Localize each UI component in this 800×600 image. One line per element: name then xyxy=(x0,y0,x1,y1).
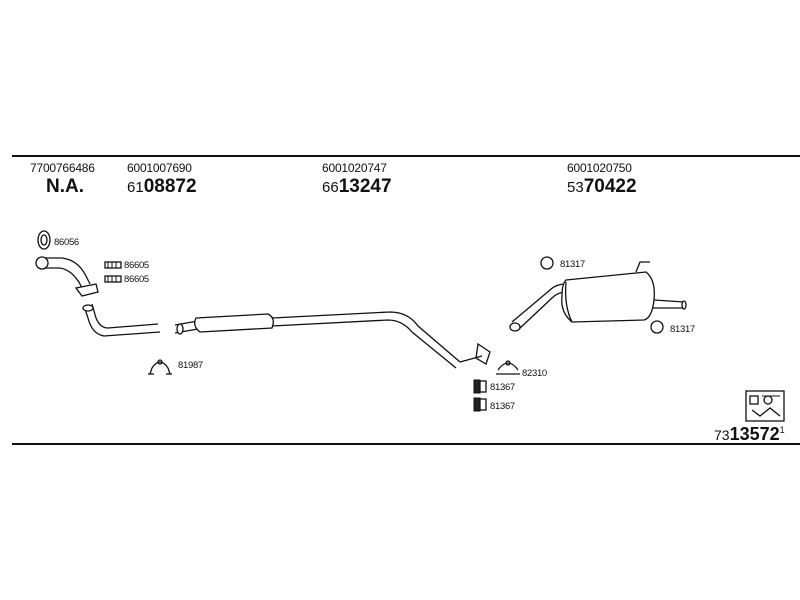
code-1: N.A. xyxy=(46,176,84,198)
middle-silencer-icon xyxy=(174,311,491,369)
label-hanger-a: 81367 xyxy=(490,382,515,393)
label-bolt-b: 86605 xyxy=(124,274,149,285)
reference-code-suffix: 1 xyxy=(779,425,785,435)
gasket-icon xyxy=(37,230,51,250)
code-3: 6613247 xyxy=(322,176,392,198)
label-ring-rear-top: 81317 xyxy=(560,259,585,270)
part-number-3: 6001020747 xyxy=(322,161,387,175)
code-2-prefix: 61 xyxy=(127,179,144,196)
hanger-icon-a xyxy=(473,379,487,394)
bottom-rule xyxy=(12,443,800,445)
front-pipe-icon xyxy=(35,256,161,337)
reference-code: 73135721 xyxy=(714,424,785,445)
hanger-icon-b xyxy=(473,397,487,412)
reference-code-main: 13572 xyxy=(729,424,780,444)
label-ring-rear-bottom: 81317 xyxy=(670,324,695,335)
bolt-icon-a xyxy=(104,261,122,269)
part-number-1: 7700766486 xyxy=(30,161,95,175)
part-number-2: 6001007690 xyxy=(127,161,192,175)
code-3-main: 13247 xyxy=(338,176,392,197)
ring-icon-top xyxy=(540,256,554,270)
code-4-main: 70422 xyxy=(583,176,637,197)
clamp-front-icon xyxy=(148,359,172,375)
reference-stamp-icon xyxy=(745,390,785,422)
top-rule xyxy=(12,155,800,157)
ring-icon-bottom xyxy=(650,320,664,334)
code-4: 5370422 xyxy=(567,176,637,198)
label-bolt-a: 86605 xyxy=(124,260,149,271)
code-2-main: 08872 xyxy=(143,176,197,197)
label-hanger-b: 81367 xyxy=(490,401,515,412)
bolt-icon-b xyxy=(104,275,122,283)
label-clamp-rear: 82310 xyxy=(522,368,547,379)
reference-code-prefix: 73 xyxy=(714,427,730,443)
part-number-4: 6001020750 xyxy=(567,161,632,175)
clamp-rear-icon xyxy=(496,360,520,375)
rear-silencer-icon xyxy=(509,261,687,332)
label-gasket: 86056 xyxy=(54,237,79,248)
code-2: 6108872 xyxy=(127,176,197,198)
code-1-main: N.A. xyxy=(46,176,84,197)
code-3-prefix: 66 xyxy=(322,179,339,196)
code-4-prefix: 53 xyxy=(567,179,584,196)
label-clamp-front: 81987 xyxy=(178,360,203,371)
